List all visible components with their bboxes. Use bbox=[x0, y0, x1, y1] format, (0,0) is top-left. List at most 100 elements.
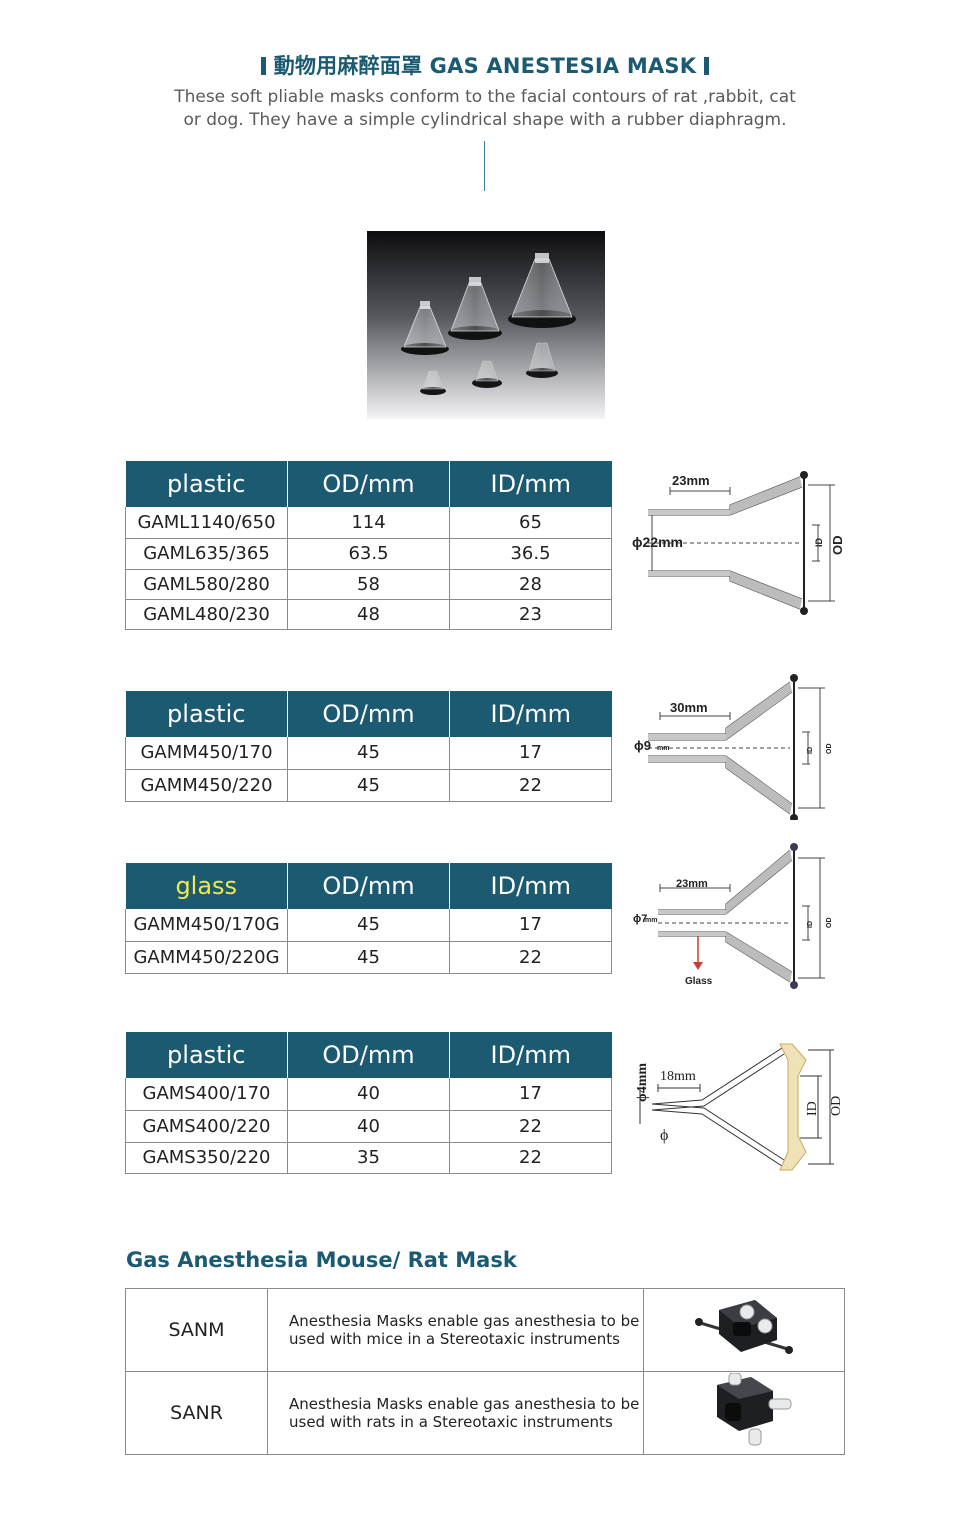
table-header-od: OD/mm bbox=[287, 461, 450, 507]
od-cell: 63.5 bbox=[287, 538, 450, 570]
od-label: OD bbox=[826, 744, 833, 755]
model-cell: GAML580/280 bbox=[125, 569, 288, 600]
spec-table-2: plastic OD/mm ID/mm GAMM450/170 45 17 GA… bbox=[125, 691, 612, 802]
length-label: 18mm bbox=[660, 1069, 696, 1084]
spec-table-4: plastic OD/mm ID/mm GAMS400/170 40 17 GA… bbox=[125, 1032, 612, 1174]
page-subtitle: These soft pliable masks conform to the … bbox=[135, 86, 835, 132]
model-cell: GAMM450/220 bbox=[125, 769, 288, 802]
table-row: GAML580/280 58 28 bbox=[125, 569, 612, 600]
table-header-id: ID/mm bbox=[449, 691, 612, 737]
spec-table-3: glass OD/mm ID/mm GAMM450/170G 45 17 GAM… bbox=[125, 863, 612, 974]
model-code: SANR bbox=[125, 1371, 268, 1455]
od-cell: 45 bbox=[287, 769, 450, 802]
length-label: 23mm bbox=[672, 473, 710, 488]
section-title-mouse-rat: Gas Anesthesia Mouse/ Rat Mask bbox=[126, 1248, 517, 1272]
id-cell: 17 bbox=[449, 1078, 612, 1111]
model-code: SANM bbox=[125, 1288, 268, 1372]
product-image-cell bbox=[643, 1371, 845, 1455]
title-bar-right bbox=[704, 57, 710, 75]
od-cell: 45 bbox=[287, 909, 450, 942]
model-cell: GAMM450/220G bbox=[125, 941, 288, 974]
model-cell: GAMS400/220 bbox=[125, 1110, 288, 1143]
table-header-id: ID/mm bbox=[449, 863, 612, 909]
od-cell: 40 bbox=[287, 1078, 450, 1111]
description-line: used with mice in a Stereotaxic instrume… bbox=[289, 1330, 620, 1348]
diameter-unit: mm bbox=[657, 745, 669, 752]
id-label: ID bbox=[807, 921, 814, 928]
product-photo bbox=[367, 231, 605, 419]
rat-mask-image bbox=[717, 1372, 792, 1446]
table-row: GAMS400/220 40 22 bbox=[125, 1110, 612, 1143]
table-header-material: glass bbox=[125, 863, 288, 909]
divider-line bbox=[484, 141, 485, 191]
subtitle-line-1: These soft pliable masks conform to the … bbox=[174, 87, 796, 107]
diameter-label: ϕ4mm bbox=[635, 1063, 650, 1102]
model-cell: GAMM450/170G bbox=[125, 909, 288, 942]
id-cell: 28 bbox=[449, 569, 612, 600]
id-cell: 22 bbox=[449, 769, 612, 802]
length-label: 23mm bbox=[676, 878, 708, 890]
od-label: OD bbox=[830, 536, 845, 556]
table-header-od: OD/mm bbox=[287, 863, 450, 909]
mouse-mask-image bbox=[695, 1300, 793, 1354]
spec-table-1: plastic OD/mm ID/mm GAML1140/650 114 65 … bbox=[125, 461, 612, 630]
subtitle-line-2: or dog. They have a simple cylindrical s… bbox=[183, 110, 787, 130]
id-cell: 22 bbox=[449, 1110, 612, 1143]
od-cell: 35 bbox=[287, 1142, 450, 1174]
od-cell: 114 bbox=[287, 507, 450, 539]
od-cell: 45 bbox=[287, 941, 450, 974]
page-title: 動物用麻醉面罩 GAS ANESTESIA MASK bbox=[0, 50, 970, 80]
id-label: ID bbox=[805, 1101, 820, 1116]
id-label: ID bbox=[807, 747, 814, 754]
od-cell: 48 bbox=[287, 599, 450, 630]
diameter-label: ϕ7 bbox=[633, 913, 647, 925]
table-row: GAMM450/220 45 22 bbox=[125, 769, 612, 802]
od-label: OD bbox=[826, 918, 833, 929]
id-cell: 36.5 bbox=[449, 538, 612, 570]
table-row: GAMM450/170 45 17 bbox=[125, 737, 612, 770]
title-text: 動物用麻醉面罩 GAS ANESTESIA MASK bbox=[273, 54, 697, 78]
phi-label: ϕ bbox=[660, 1127, 668, 1144]
product-image-cell bbox=[643, 1288, 845, 1372]
mask-diagram-4: 18mm ϕ4mm ϕ ID OD bbox=[635, 1043, 844, 1171]
od-cell: 58 bbox=[287, 569, 450, 600]
table-row: GAMM450/220G 45 22 bbox=[125, 941, 612, 974]
table-row: SANM Anesthesia Masks enable gas anesthe… bbox=[125, 1288, 845, 1372]
table-row: GAMM450/170G 45 17 bbox=[125, 909, 612, 942]
table-row: GAML635/365 63.5 36.5 bbox=[125, 538, 612, 570]
table-row: GAML1140/650 114 65 bbox=[125, 507, 612, 539]
mask-diagram-2: 30mm ϕ9 mm ID OD bbox=[634, 674, 833, 820]
glass-label: Glass bbox=[685, 976, 713, 987]
description-cell: Anesthesia Masks enable gas anesthesia t… bbox=[267, 1371, 644, 1455]
table-row: GAMS400/170 40 17 bbox=[125, 1078, 612, 1111]
id-cell: 22 bbox=[449, 941, 612, 974]
table-row: SANR Anesthesia Masks enable gas anesthe… bbox=[125, 1371, 845, 1455]
table-header-material: plastic bbox=[125, 461, 288, 507]
table-header-material: plastic bbox=[125, 1032, 288, 1078]
model-cell: GAMS350/220 bbox=[125, 1142, 288, 1174]
table-header-material: plastic bbox=[125, 691, 288, 737]
od-cell: 45 bbox=[287, 737, 450, 770]
table-header-od: OD/mm bbox=[287, 1032, 450, 1078]
model-cell: GAML480/230 bbox=[125, 599, 288, 630]
table-header-id: ID/mm bbox=[449, 461, 612, 507]
id-label: ID bbox=[814, 537, 824, 547]
model-cell: GAML1140/650 bbox=[125, 507, 288, 539]
title-bar-left bbox=[260, 57, 266, 75]
diameter-label: ϕ22mm bbox=[632, 534, 683, 550]
mask-diagram-3: 23mm ϕ7 mm Glass ID OD bbox=[633, 843, 833, 989]
diameter-label: ϕ9 bbox=[634, 738, 651, 753]
id-cell: 17 bbox=[449, 737, 612, 770]
description-line: Anesthesia Masks enable gas anesthesia t… bbox=[289, 1395, 640, 1413]
table-row: GAML480/230 48 23 bbox=[125, 599, 612, 630]
model-cell: GAMM450/170 bbox=[125, 737, 288, 770]
description-line: used with rats in a Stereotaxic instrume… bbox=[289, 1413, 613, 1431]
mask-diagram-1: 23mm ϕ22mm ID OD bbox=[632, 471, 845, 615]
id-cell: 22 bbox=[449, 1142, 612, 1174]
table-row: GAMS350/220 35 22 bbox=[125, 1142, 612, 1174]
mouse-rat-table: SANM Anesthesia Masks enable gas anesthe… bbox=[125, 1288, 845, 1455]
model-cell: GAMS400/170 bbox=[125, 1078, 288, 1111]
od-label: OD bbox=[829, 1096, 844, 1116]
model-cell: GAML635/365 bbox=[125, 538, 288, 570]
description-line: Anesthesia Masks enable gas anesthesia t… bbox=[289, 1312, 640, 1330]
